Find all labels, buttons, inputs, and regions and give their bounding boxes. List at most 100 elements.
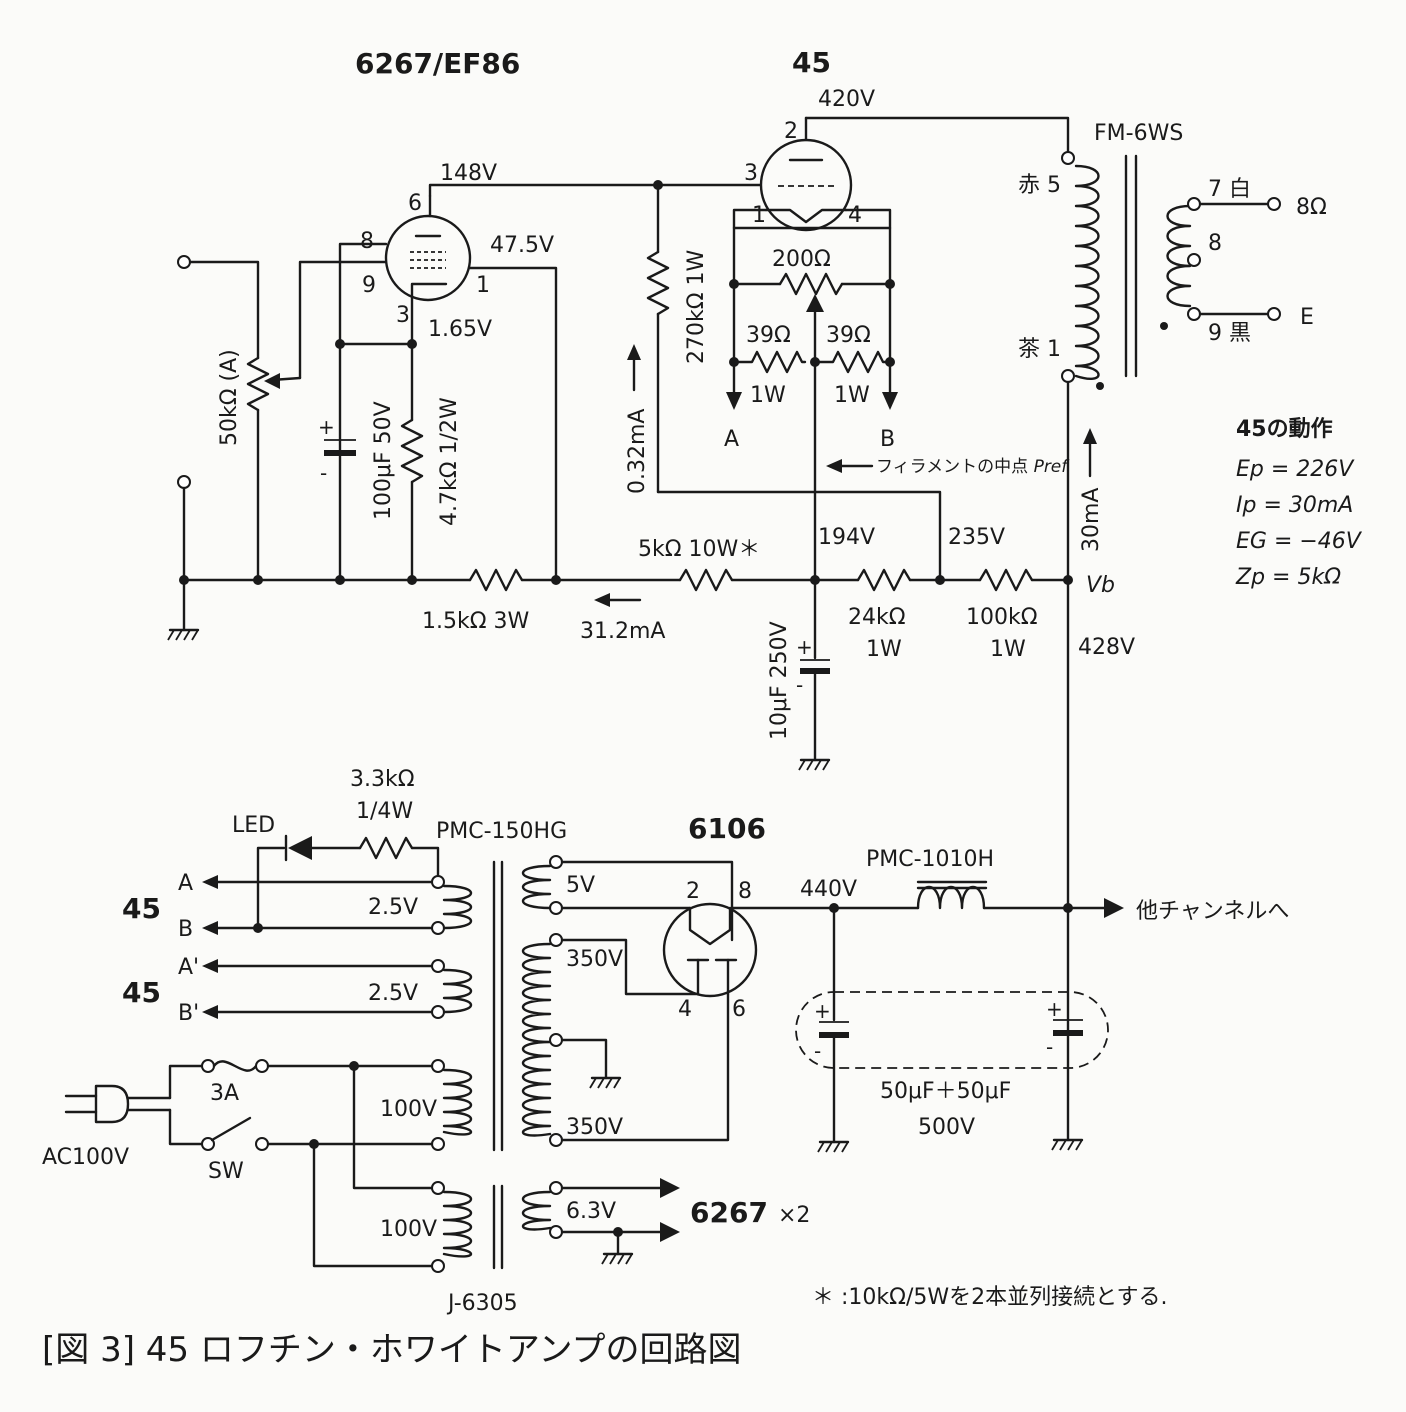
svg-text:-: -	[320, 461, 327, 485]
c50-voltage: 500V	[918, 1115, 975, 1140]
sec-2-5v-b: 2.5V	[368, 981, 418, 1006]
h45-b: B	[178, 917, 193, 942]
h45-ap: A'	[178, 955, 199, 980]
voltage-47-5v: 47.5V	[490, 233, 554, 258]
figure-caption: [図 3] 45 ロフチン・ホワイトアンプの回路図	[42, 1330, 742, 1370]
choke-name: PMC-1010H	[866, 847, 994, 872]
pin-r-2: 2	[686, 879, 700, 904]
sec-2-5v-a: 2.5V	[368, 895, 418, 920]
tube-45	[759, 116, 853, 232]
h45-tube-1: 45	[122, 892, 161, 925]
r270k-label: 270kΩ 1W	[684, 249, 709, 364]
rect-title: 6106	[688, 812, 766, 845]
svg-text:+: +	[814, 999, 831, 1023]
pin-45-1: 1	[752, 203, 766, 228]
svg-text:+: +	[318, 415, 335, 439]
pri-100v-a: 100V	[380, 1097, 437, 1122]
current-31-2ma: 31.2mA	[580, 619, 665, 644]
r100k-label: 100kΩ	[966, 605, 1038, 630]
pref-label: フィラメントの中点 Pref	[876, 457, 1070, 477]
led-label: LED	[232, 813, 275, 838]
r39b-label: 39Ω	[826, 323, 871, 348]
output-transformer	[1061, 151, 1201, 390]
voltage-420v: 420V	[818, 87, 875, 112]
svg-text:+: +	[1046, 997, 1063, 1021]
r100k-watt: 1W	[990, 637, 1026, 662]
pin-45-2: 2	[784, 119, 798, 144]
current-30ma: 30mA	[1079, 488, 1104, 552]
pin-r-4: 4	[678, 997, 692, 1022]
voltage-148v: 148V	[440, 161, 497, 186]
ops-zp: Zp = 5kΩ	[1235, 565, 1341, 590]
ops-title: 45の動作	[1236, 417, 1333, 442]
voltage-194v: 194V	[818, 525, 875, 550]
vb-label: Vb	[1086, 573, 1115, 598]
sec-5v: 5V	[566, 873, 595, 898]
pin-r-8: 8	[738, 879, 752, 904]
fuse-label: 3A	[210, 1081, 239, 1106]
opt-red5: 赤 5	[1018, 173, 1061, 198]
pin-ef86-3: 3	[396, 303, 410, 328]
ops-ip: Ip = 30mA	[1236, 493, 1353, 518]
svg-text:-: -	[796, 673, 803, 697]
r24k-label: 24kΩ	[848, 605, 906, 630]
pin-ef86-6: 6	[408, 191, 422, 216]
r39a-watt: 1W	[750, 383, 786, 408]
sw-label: SW	[208, 1159, 244, 1184]
current-032ma: 0.32mA	[625, 409, 650, 494]
opt-brown1: 茶 1	[1018, 337, 1061, 362]
tube-ef86	[384, 214, 472, 302]
footnote: ＊ :10kΩ/5Wを2本並列接続とする.	[812, 1285, 1167, 1310]
opt-name: FM-6WS	[1094, 121, 1183, 146]
h45-a: A	[178, 871, 193, 896]
fil-b-label: B	[880, 427, 895, 452]
voltage-235v: 235V	[948, 525, 1005, 550]
ops-eg: EG = −46V	[1236, 529, 1363, 554]
r39b-watt: 1W	[834, 383, 870, 408]
pin-45-3: 3	[744, 161, 758, 186]
other-channel: 他チャンネルへ	[1136, 899, 1289, 924]
voltage-1-65v: 1.65V	[428, 317, 492, 342]
r200-label: 200Ω	[772, 247, 831, 272]
tube-6106	[662, 902, 758, 998]
ops-ep: Ep = 226V	[1236, 457, 1355, 482]
pin-ef86-9: 9	[362, 273, 376, 298]
pin-r-6: 6	[732, 997, 746, 1022]
opt-w7: 7 白	[1208, 177, 1251, 202]
pri-100v-b: 100V	[380, 1217, 437, 1242]
out-8ohm: 8Ω	[1296, 195, 1327, 220]
fil-a-label: A	[724, 427, 739, 452]
ef86-title: 6267/EF86	[355, 47, 520, 80]
h45-bp: B'	[178, 1001, 199, 1026]
pin-ef86-8: 8	[360, 229, 374, 254]
c100u-label: 100μF 50V	[371, 401, 396, 520]
voltage-428v: 428V	[1078, 635, 1135, 660]
sec-6-3v: 6.3V	[566, 1199, 616, 1224]
sec-350v-b: 350V	[566, 1115, 623, 1140]
svg-text:-: -	[1046, 1035, 1053, 1059]
r1k5-label: 1.5kΩ 3W	[422, 609, 530, 634]
r4k7-label: 4.7kΩ 1/2W	[437, 397, 462, 526]
voltage-440v: 440V	[800, 877, 857, 902]
c50-label: 50μF＋50μF	[880, 1079, 1011, 1104]
ac-label: AC100V	[42, 1145, 129, 1170]
ac-plug-icon	[64, 1084, 172, 1124]
operating-info: 45の動作 Ep = 226V Ip = 30mA EG = −46V Zp =…	[1235, 417, 1363, 590]
svg-text:+: +	[796, 635, 813, 659]
tube-45-title: 45	[792, 46, 831, 79]
r24k-watt: 1W	[866, 637, 902, 662]
r39a-label: 39Ω	[746, 323, 791, 348]
opt-p8: 8	[1208, 231, 1222, 256]
pin-45-4: 4	[848, 203, 862, 228]
h45-tube-2: 45	[122, 976, 161, 1009]
pin-ef86-1: 1	[476, 273, 490, 298]
pot50k-label: 50kΩ (A)	[217, 349, 242, 446]
heater-6267: 6267×2	[690, 1196, 810, 1229]
heater-transformer-name: J-6305	[446, 1291, 518, 1316]
svg-text:-: -	[814, 1039, 821, 1063]
c10u-label: 10μF 250V	[767, 621, 792, 740]
sec-350v-a: 350V	[566, 947, 623, 972]
r3k3-watt: 1/4W	[356, 799, 413, 824]
opt-k9: 9 黒	[1208, 321, 1251, 346]
